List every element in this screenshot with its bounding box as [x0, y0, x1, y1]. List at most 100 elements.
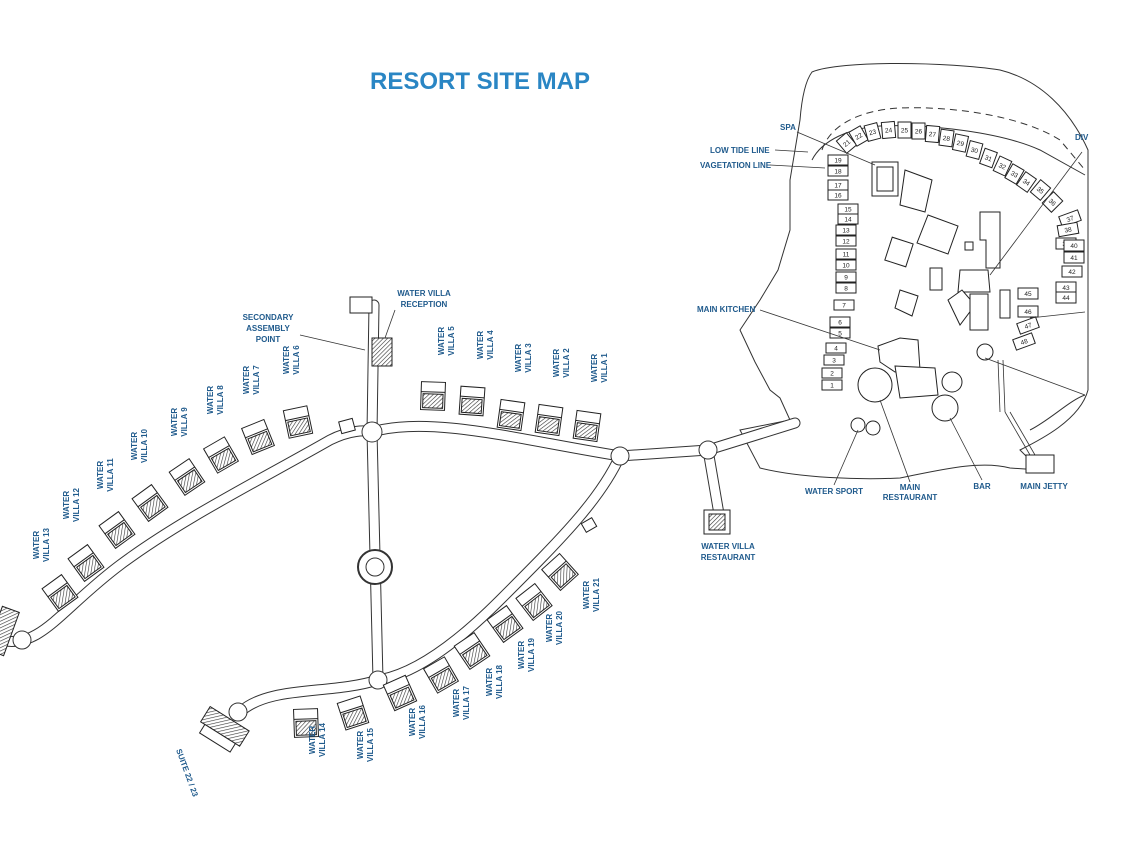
- water-villa-restaurant: [580, 509, 731, 535]
- island-room: 34: [1015, 171, 1038, 193]
- dive-building: [979, 211, 1001, 269]
- island-room-number: 30: [970, 147, 979, 156]
- island-room: 19: [827, 154, 849, 166]
- villa-pool: [210, 447, 237, 472]
- villa-label-word: WATER: [96, 461, 105, 490]
- water-villa: [293, 708, 319, 738]
- villa-pool: [140, 494, 166, 520]
- island-inner-shore: [1029, 394, 1086, 431]
- island-room-number: 29: [956, 140, 965, 148]
- villa-pool: [50, 584, 76, 610]
- island-room: 32: [992, 155, 1013, 177]
- leader-lines: [759, 131, 1086, 486]
- villa-pool: [524, 593, 550, 619]
- island-room-number: 25: [901, 128, 909, 135]
- villa-pool: [295, 720, 317, 736]
- island-room-number: 27: [929, 131, 937, 139]
- island-room-number: 28: [942, 135, 951, 143]
- water-villa: [202, 436, 240, 474]
- island-room-number: 48: [1020, 338, 1030, 347]
- island-room-number: 12: [842, 239, 850, 246]
- label-dive: DIV: [1075, 133, 1089, 142]
- water-villa: [515, 582, 553, 622]
- island-room: 8: [835, 282, 857, 294]
- villa-edge: [0, 605, 20, 657]
- island-room-number: 24: [885, 127, 893, 135]
- villa-pool: [536, 416, 560, 434]
- island-room-number: 10: [842, 263, 850, 270]
- villa-label-word: WATER: [206, 386, 215, 415]
- main-jetty-head: [1025, 454, 1055, 474]
- island-room-number: 33: [1009, 170, 1019, 180]
- water-villa: [534, 403, 564, 437]
- island-room: 40: [1063, 239, 1085, 252]
- island-room-number: 26: [915, 129, 923, 136]
- island-room: 16: [827, 189, 849, 201]
- villa-pool: [461, 643, 488, 668]
- villa-pool: [574, 422, 598, 440]
- label-secondary-assembly: ASSEMBLY: [246, 324, 290, 333]
- island-room: 21: [835, 131, 858, 155]
- label-secondary-assembly: SECONDARY: [243, 313, 294, 322]
- water-villa: [168, 457, 206, 497]
- island-room: 18: [827, 165, 849, 177]
- island-room: 1: [821, 379, 843, 391]
- island-room-number: 32: [997, 162, 1007, 172]
- island-room: 9: [835, 271, 857, 283]
- island-room-number: 38: [1064, 226, 1073, 234]
- island-room: 47: [1016, 316, 1040, 335]
- villa-label-word: WATER: [356, 731, 365, 760]
- island-room: 41: [1063, 251, 1085, 264]
- island-room-number: 6: [838, 320, 842, 327]
- island-central-buildings: [850, 161, 1011, 436]
- villa-label-word: WATER: [437, 327, 446, 356]
- label-main-restaurant: MAIN: [900, 483, 921, 492]
- villa-label-word: WATER: [517, 641, 526, 670]
- villa-label-number: VILLA 10: [140, 428, 149, 462]
- villa-pool: [498, 411, 522, 429]
- island-room: 23: [863, 121, 882, 143]
- villa-pool: [460, 397, 483, 415]
- island-room: 46: [1017, 305, 1039, 318]
- island-room-number: 45: [1024, 291, 1032, 298]
- label-main-kitchen: MAIN KITCHEN: [697, 305, 755, 314]
- island-room-number: 8: [844, 286, 848, 293]
- water-villa: [420, 381, 446, 411]
- low-tide-line: [821, 107, 1086, 171]
- villa-label-number: VILLA 11: [106, 458, 115, 492]
- bar-deck: [941, 371, 963, 393]
- villa-label-word: WATER: [582, 581, 591, 610]
- villa-label-number: VILLA 20: [555, 610, 564, 644]
- villa-pool: [76, 554, 102, 580]
- villa-label-number: VILLA 12: [72, 487, 81, 521]
- island-room-number: 44: [1062, 295, 1070, 302]
- main-jetty: [997, 359, 1055, 474]
- label-water-villa-reception: WATER VILLA: [397, 289, 451, 298]
- island-room: 43: [1055, 281, 1077, 294]
- island-room: 44: [1055, 291, 1077, 304]
- villa-label-number: VILLA 16: [418, 704, 427, 738]
- water-villa: [98, 510, 136, 550]
- villa-label-word: WATER: [62, 491, 71, 520]
- island-room: 10: [835, 259, 857, 271]
- label-vegetation-line: VAGETATION LINE: [700, 161, 772, 170]
- island-shoreline: [739, 63, 1089, 480]
- villa-label-number: VILLA 4: [486, 330, 495, 360]
- island-room: 7: [833, 299, 855, 311]
- island-room-number: 15: [844, 207, 852, 214]
- island-room-number: 42: [1068, 269, 1076, 276]
- island-room: 31: [979, 147, 998, 169]
- label-low-tide-line: LOW TIDE LINE: [710, 146, 770, 155]
- island-building: [969, 293, 989, 331]
